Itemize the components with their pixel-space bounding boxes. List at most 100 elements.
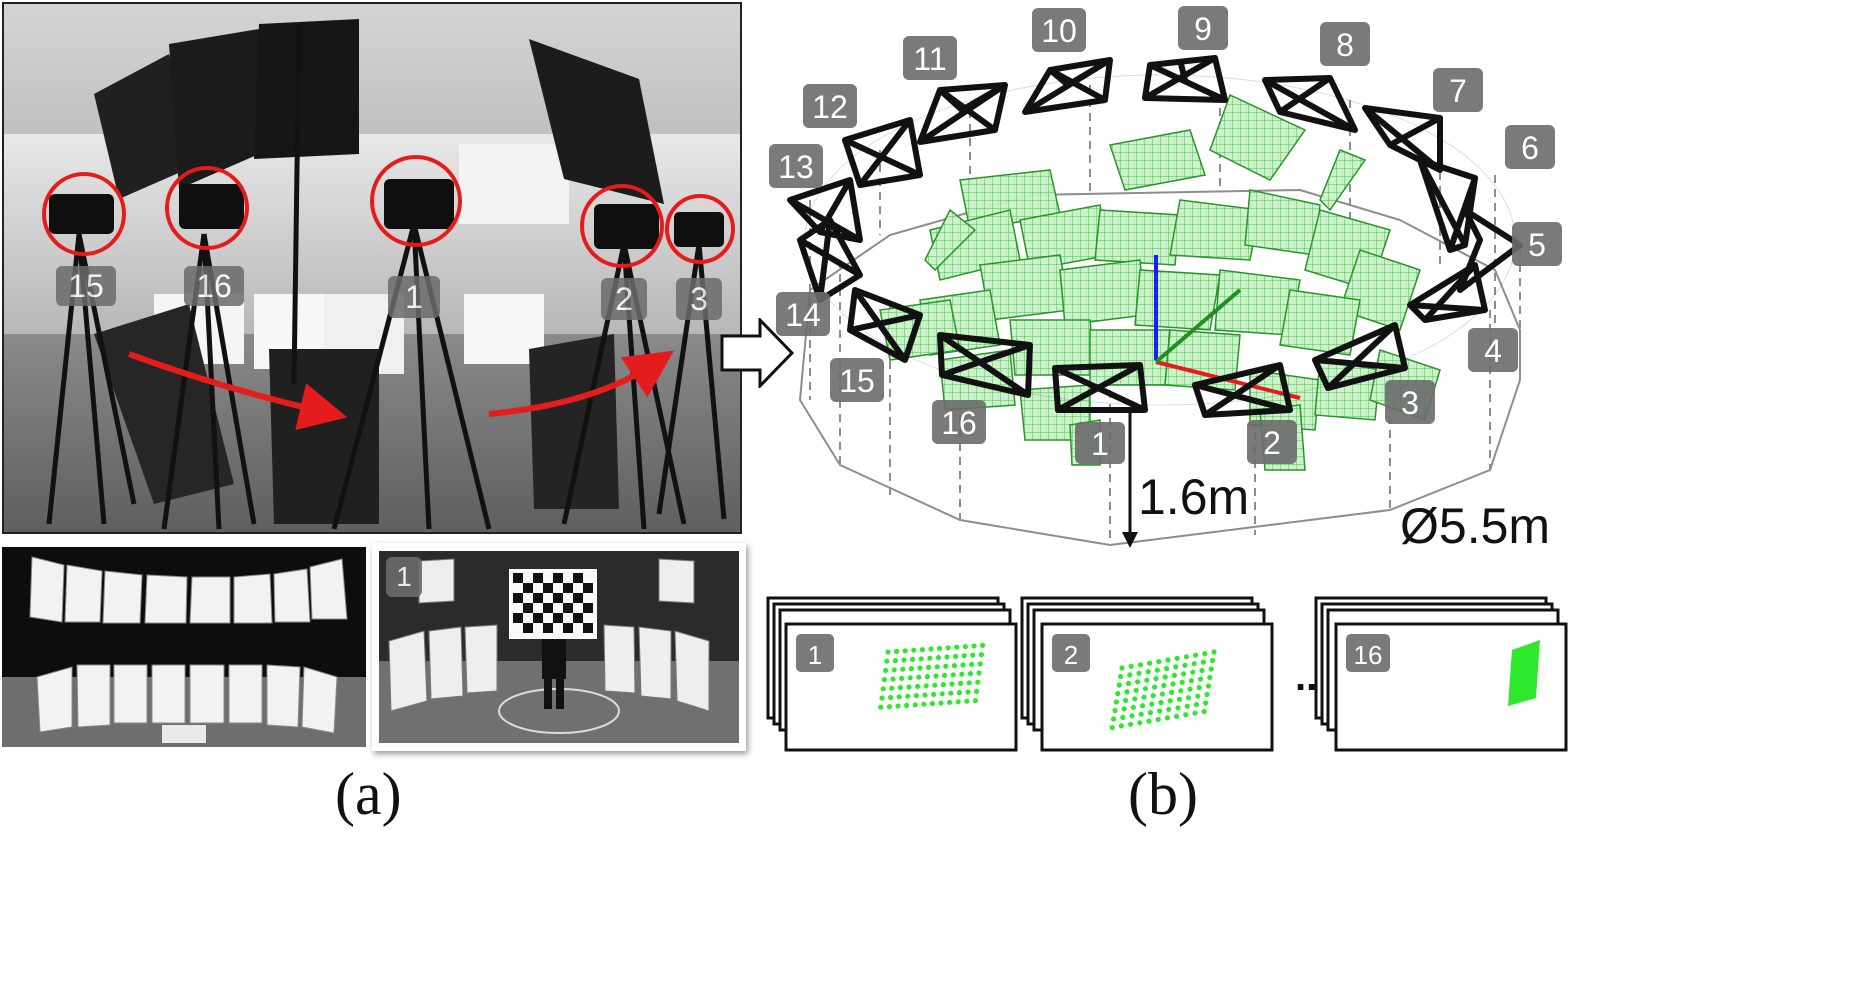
calibration-dot (1176, 696, 1182, 702)
calibration-dot (902, 648, 908, 654)
rig-label-12: 12 (812, 89, 848, 125)
calibration-dot (1204, 691, 1210, 698)
calibration-dot (961, 653, 967, 659)
calibration-dot (897, 685, 903, 691)
calibration-dot (1162, 674, 1168, 680)
calibration-dot (954, 644, 960, 650)
checkerboard (509, 569, 597, 639)
calibration-dot (1195, 693, 1201, 699)
calibration-dot (1190, 669, 1196, 675)
calibration-dot (1118, 673, 1124, 680)
calibration-dot (1174, 655, 1180, 661)
calibration-dot (972, 698, 978, 704)
calibration-dot (1207, 674, 1213, 681)
calibration-dot (1203, 700, 1209, 706)
calibration-dot (938, 700, 944, 706)
calibration-dot (947, 699, 953, 705)
calibration-dot (1147, 710, 1153, 716)
calibration-dot (1154, 667, 1160, 673)
calibration-dot (890, 676, 896, 682)
calibration-dot (918, 656, 924, 662)
calibration-dot (1115, 690, 1121, 697)
calibration-dot (1196, 685, 1202, 691)
calibration-dot (901, 657, 907, 663)
calibration-dot (924, 674, 930, 680)
calibration-dot (1186, 695, 1192, 701)
calibration-dot (1202, 651, 1208, 657)
cam-label-16: 16 (184, 266, 244, 306)
studio-photo-drawing (4, 4, 740, 532)
calibration-dot (1128, 663, 1134, 669)
calibration-dot (958, 680, 964, 686)
calibration-dot (1211, 649, 1217, 655)
calibration-dot (919, 647, 925, 653)
calibration-dot (883, 667, 889, 673)
calibration-dot (959, 671, 965, 677)
calibration-dot (1157, 708, 1163, 714)
calibration-dot (921, 701, 927, 707)
calibration-dot (1129, 713, 1135, 719)
calibration-dot (1182, 662, 1188, 668)
calibration-dot (1159, 691, 1165, 697)
bw-photo-label: 1 (386, 557, 422, 597)
calibration-dot (980, 642, 986, 648)
calibration-dot (975, 679, 981, 685)
calibration-dot (1156, 659, 1162, 665)
calibration-dot (1193, 652, 1199, 658)
calibration-dot (943, 663, 949, 669)
rig-label-1: 1 (1091, 426, 1109, 462)
caption-a: (a) (335, 761, 402, 827)
calibration-dot (1169, 689, 1175, 695)
calibration-dot (1158, 699, 1164, 706)
calibration-dot (1198, 676, 1204, 682)
calibration-dot (922, 692, 928, 698)
calibration-dot (896, 694, 902, 700)
calibration-dot (1161, 682, 1167, 689)
calibration-dot (1127, 672, 1133, 678)
calibration-dot (1166, 706, 1172, 712)
calibration-dot (1121, 706, 1127, 712)
calibration-dot (960, 662, 966, 668)
dot-grid-1 (878, 642, 986, 710)
calibration-dot (1208, 666, 1214, 672)
calibration-dot (1179, 679, 1185, 685)
rig-label-13: 13 (778, 149, 814, 185)
calibration-dot (1191, 661, 1197, 667)
rig-label-15: 15 (839, 363, 875, 399)
calibration-dot (1142, 686, 1148, 692)
rig-label-6: 6 (1521, 130, 1539, 166)
calibration-dot (913, 693, 919, 699)
calibration-dot (1201, 708, 1207, 715)
cam-label-1: 1 (388, 276, 440, 318)
rig-label-14: 14 (785, 297, 821, 333)
right-arrow-icon (720, 318, 795, 388)
calibration-dot (927, 655, 933, 661)
calibration-dot (955, 699, 961, 705)
calibration-dot (970, 652, 976, 658)
calibration-dot (949, 681, 955, 687)
calibration-dot (1130, 704, 1136, 710)
calibration-dot (917, 665, 923, 671)
rig-label-10: 10 (1041, 13, 1077, 49)
calibration-dot (889, 685, 895, 691)
calibration-dot (1145, 669, 1151, 675)
calibration-dot (1149, 701, 1155, 707)
calibration-dot (1174, 713, 1180, 719)
calibration-dot (1140, 703, 1146, 709)
calibration-dot (1120, 714, 1126, 720)
calibration-dot (1165, 657, 1171, 663)
calibration-dot (886, 704, 892, 710)
calibration-dot (1133, 687, 1139, 693)
calibration-dot (932, 682, 938, 688)
cam-label-15: 15 (56, 266, 116, 306)
rig-label-5: 5 (1528, 227, 1546, 263)
view-label-2: 2 (1064, 640, 1078, 670)
calibration-dot (933, 673, 939, 679)
calibration-dot (1150, 693, 1156, 699)
calibration-dot (965, 689, 971, 695)
dome-photo-drawing (2, 556, 366, 747)
calibration-dot (907, 675, 913, 681)
calibration-dot (1123, 697, 1129, 703)
calibration-dot (899, 675, 905, 681)
calibration-dot (1138, 711, 1144, 717)
